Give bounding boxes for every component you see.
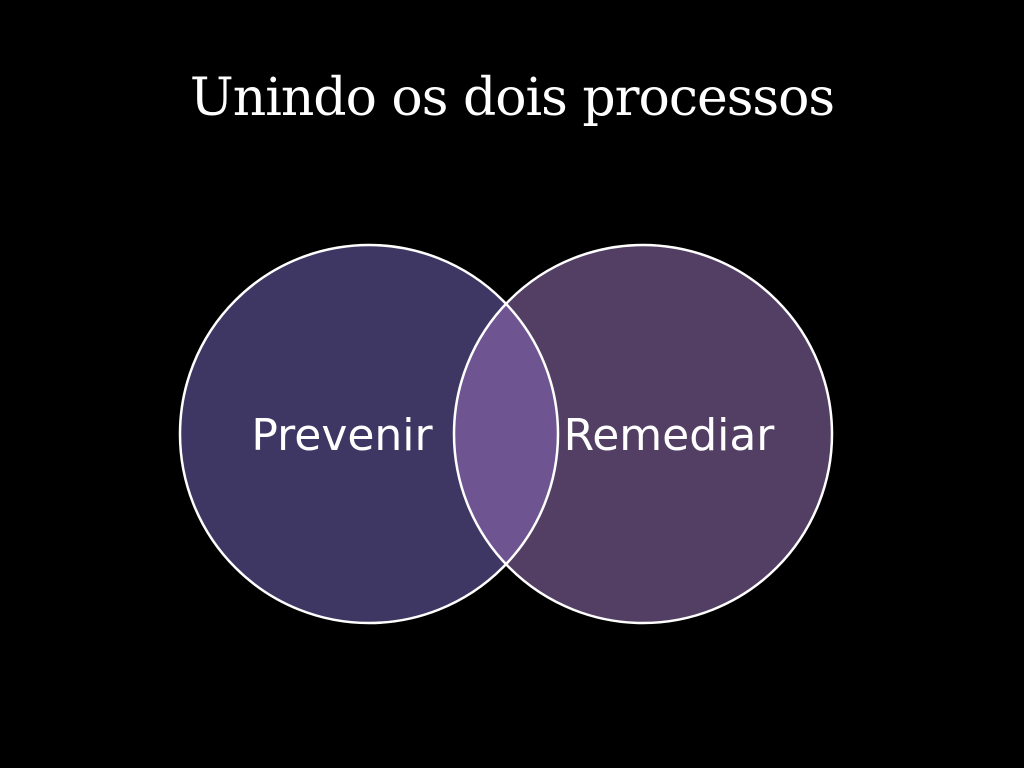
- venn-circle-left: [180, 245, 558, 623]
- slide-title: Unindo os dois processos: [189, 68, 835, 128]
- venn-circle-left-outline: [178, 243, 560, 625]
- venn-label-remediar: Remediar: [564, 410, 776, 461]
- venn-circle-right-outline: [452, 243, 834, 625]
- venn-label-prevenir: Prevenir: [251, 410, 433, 461]
- venn-circle-right: [454, 245, 832, 623]
